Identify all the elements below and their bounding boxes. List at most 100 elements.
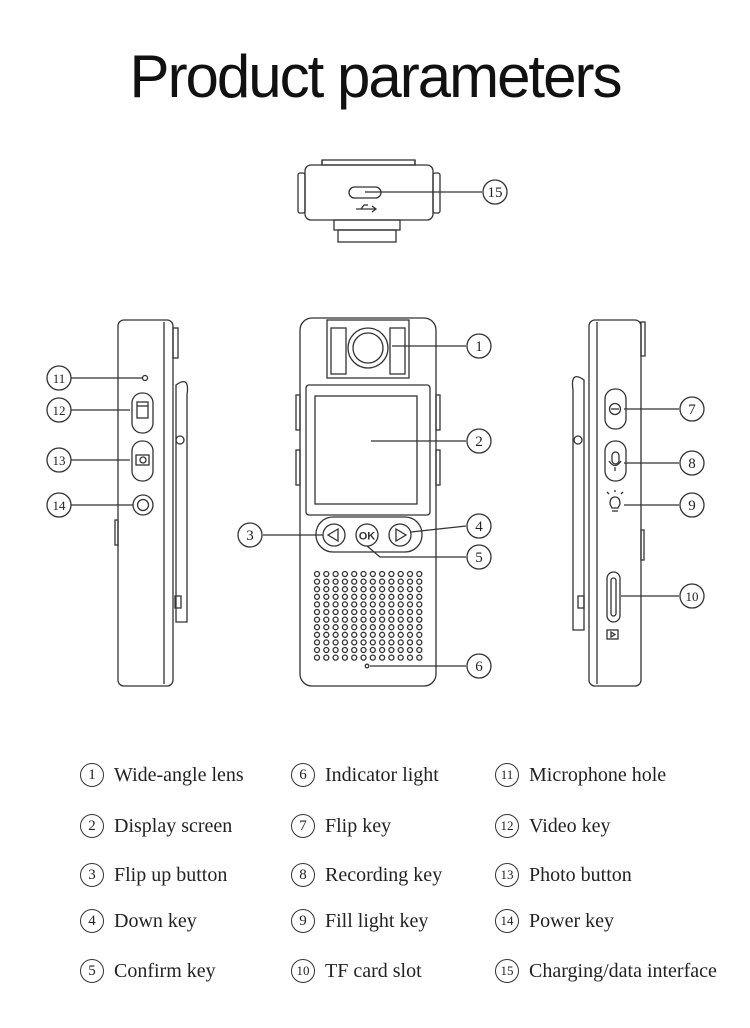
speaker-hole (360, 616, 367, 623)
callout-1: 1 (466, 333, 492, 359)
legend-label: Power key (529, 909, 614, 932)
page-title: Product parameters (129, 43, 623, 110)
speaker-hole (351, 608, 358, 616)
speaker-hole (406, 624, 414, 631)
speaker-hole (313, 570, 321, 578)
callout-6: 6 (466, 653, 492, 679)
front-view: OK (295, 317, 441, 687)
speaker-hole (406, 570, 414, 578)
speaker-hole (332, 586, 339, 593)
speaker-hole (388, 586, 395, 593)
legend-number: 10 (291, 959, 315, 983)
speaker-hole (388, 616, 395, 623)
speaker-hole (360, 639, 367, 646)
svg-text:15: 15 (488, 185, 503, 201)
speaker-hole (323, 570, 330, 578)
speaker-hole (351, 593, 358, 600)
speaker-hole (397, 631, 404, 638)
legend-label: Photo button (529, 863, 632, 886)
microphone-hole (141, 374, 149, 382)
speaker-hole (332, 654, 339, 661)
speaker-hole (360, 601, 367, 608)
speaker-hole (323, 624, 330, 631)
speaker-hole (406, 646, 414, 654)
callout-14: 14 (46, 492, 72, 518)
speaker-hole (351, 624, 358, 631)
svg-text:9: 9 (688, 498, 696, 514)
callout-5: 5 (466, 544, 492, 570)
speaker-hole (416, 570, 423, 578)
speaker-hole (369, 646, 376, 654)
speaker-hole (313, 646, 321, 654)
speaker-hole (313, 616, 321, 623)
speaker-hole (341, 578, 349, 585)
speaker-hole (313, 639, 321, 646)
speaker-hole (406, 586, 414, 593)
speaker-hole (397, 578, 404, 585)
speaker-hole (416, 646, 423, 654)
svg-text:10: 10 (686, 589, 699, 604)
speaker-hole (378, 608, 386, 616)
speaker-hole (360, 646, 367, 654)
speaker-hole (369, 654, 376, 661)
svg-text:4: 4 (475, 519, 483, 535)
callout-7: 7 (679, 396, 705, 422)
speaker-hole (378, 646, 386, 654)
legend-number: 15 (495, 959, 519, 983)
speaker-hole (378, 593, 386, 600)
legend-number: 1 (80, 763, 104, 787)
speaker-hole (369, 616, 376, 623)
legend-label: Microphone hole (529, 763, 667, 786)
ok-label: OK (359, 531, 376, 543)
speaker-hole (406, 593, 414, 600)
speaker-hole (416, 578, 423, 585)
speaker-hole (397, 593, 404, 600)
speaker-hole (369, 570, 376, 578)
speaker-hole (323, 608, 330, 616)
speaker-hole (397, 654, 404, 661)
speaker-hole (313, 601, 321, 608)
speaker-hole (369, 593, 376, 600)
speaker-hole (360, 570, 367, 578)
legend-number: 4 (80, 909, 104, 933)
speaker-hole (332, 624, 339, 631)
speaker-hole (397, 639, 404, 646)
speaker-hole (378, 654, 386, 661)
callout-9: 9 (679, 492, 705, 518)
svg-text:6: 6 (475, 659, 483, 675)
speaker-hole (313, 586, 321, 593)
speaker-hole (323, 601, 330, 608)
speaker-hole (360, 593, 367, 600)
speaker-hole (351, 654, 358, 661)
speaker-hole (369, 639, 376, 646)
legend-number: 13 (495, 863, 519, 887)
speaker-hole (369, 631, 376, 638)
speaker-hole (351, 570, 358, 578)
speaker-hole (369, 586, 376, 593)
recording-key (604, 440, 627, 482)
svg-text:5: 5 (475, 550, 483, 566)
svg-text:2: 2 (475, 434, 483, 450)
speaker-hole (388, 601, 395, 608)
speaker-hole (332, 646, 339, 654)
svg-text:12: 12 (53, 403, 66, 418)
usb-icon (356, 204, 378, 213)
speaker-hole (341, 616, 349, 623)
callout-3: 3 (237, 522, 263, 548)
callouts: 15 1 2 3 4 5 6 7 8 9 10 11 12 13 14 (46, 179, 705, 679)
speaker-hole (351, 578, 358, 585)
speaker-hole (332, 570, 339, 578)
speaker-hole (360, 608, 367, 616)
speaker-hole (341, 624, 349, 631)
speaker-hole (397, 616, 404, 623)
legend-number: 9 (291, 909, 315, 933)
speaker-hole (388, 578, 395, 585)
speaker-hole (416, 631, 423, 638)
photo-button (131, 440, 154, 482)
speaker-grille (313, 570, 423, 661)
